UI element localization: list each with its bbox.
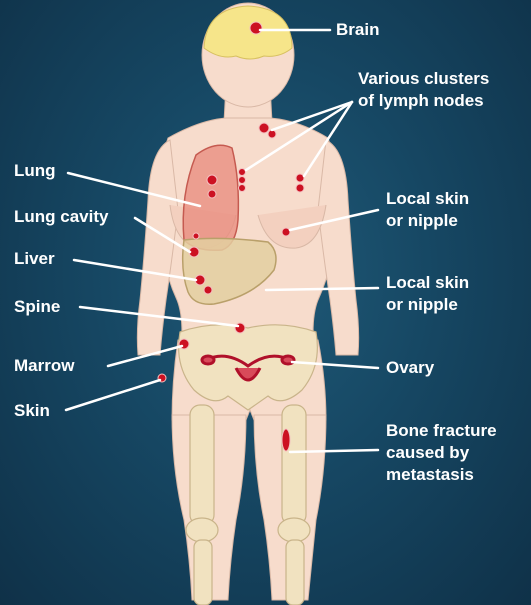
label-bone-fracture: Bone fracture caused by metastasis — [386, 420, 497, 486]
brain-shape — [204, 6, 292, 59]
left-arm — [137, 140, 178, 355]
label-lung: Lung — [14, 160, 56, 182]
label-lymph-nodes: Various clusters of lymph nodes — [358, 68, 489, 112]
nipple-spot — [282, 228, 290, 236]
label-liver: Liver — [14, 248, 55, 270]
lung-spot-3 — [193, 233, 199, 239]
label-marrow: Marrow — [14, 355, 74, 377]
label-spine: Spine — [14, 296, 60, 318]
label-ovary: Ovary — [386, 357, 434, 379]
lymph-spot-5 — [239, 185, 246, 192]
brain-spot — [250, 22, 262, 34]
label-skin: Skin — [14, 400, 50, 422]
lung-spot-1 — [207, 175, 217, 185]
lymph-spot-1 — [259, 123, 269, 133]
lung-spot-2 — [208, 190, 216, 198]
liver-spot-2 — [204, 286, 212, 294]
label-lung-cavity: Lung cavity — [14, 206, 108, 228]
left-tibia — [194, 540, 212, 605]
skin-line — [66, 380, 160, 410]
label-skin-nipple-1: Local skin or nipple — [386, 188, 469, 232]
lymph-spot-3 — [239, 169, 246, 176]
fracture-spot — [282, 429, 290, 451]
right-arm — [318, 140, 359, 355]
lymph-spot-4 — [239, 177, 246, 184]
left-knee — [186, 518, 218, 542]
spine-spot — [235, 323, 245, 333]
label-skin-nipple-2: Local skin or nipple — [386, 272, 469, 316]
left-femur — [190, 405, 214, 525]
right-femur — [282, 405, 306, 525]
lymph-spot-7 — [296, 184, 304, 192]
label-brain: Brain — [336, 19, 379, 41]
lymph-spot-6 — [296, 174, 304, 182]
head-group — [202, 3, 294, 107]
left-ovary — [202, 356, 214, 364]
right-knee — [278, 518, 310, 542]
lymph-line-1 — [272, 102, 352, 130]
right-tibia — [286, 540, 304, 605]
